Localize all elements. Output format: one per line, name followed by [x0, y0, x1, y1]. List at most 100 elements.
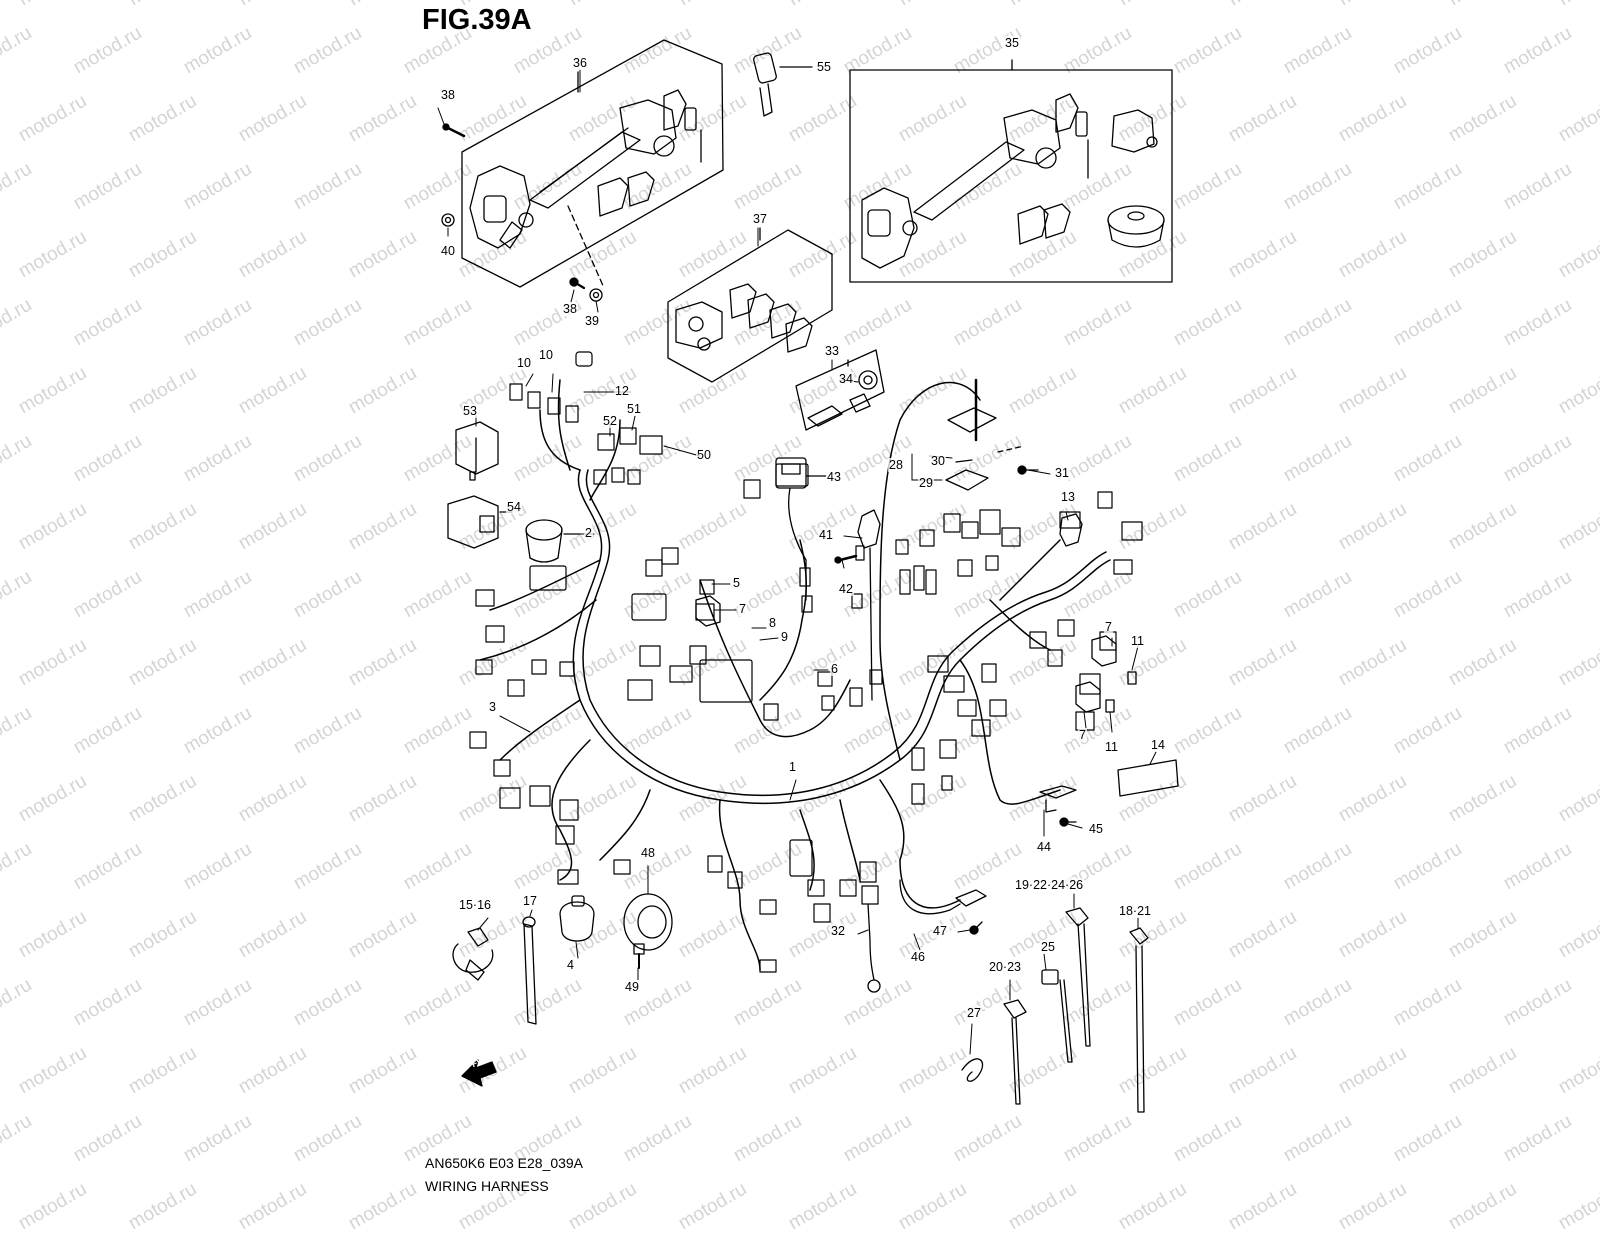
- callout-47: 47: [932, 924, 948, 938]
- callout-49: 49: [624, 980, 640, 994]
- figure-title: FIG.39A: [422, 4, 532, 36]
- callout-44: 44: [1036, 840, 1052, 854]
- callout-41: 41: [818, 528, 834, 542]
- ignition-switch-assembly-36: [469, 89, 702, 249]
- callout-10-b: 10: [538, 348, 554, 362]
- callout-4: 4: [566, 958, 575, 972]
- callout-11-a: 11: [1130, 634, 1145, 648]
- callout-10-a: 10: [516, 356, 532, 370]
- coupler-28: [945, 378, 1025, 491]
- callout-48: 48: [640, 846, 656, 860]
- callout-55: 55: [816, 60, 832, 74]
- cable-tie-18-21: [1129, 927, 1149, 1113]
- callout-46: 46: [910, 950, 926, 964]
- callout-7-b: 7: [1104, 620, 1113, 634]
- callout-27: 27: [966, 1006, 982, 1020]
- fuse-holder-7-upper: [1091, 635, 1117, 667]
- callout-43: 43: [826, 470, 842, 484]
- callout-25: 25: [1040, 940, 1056, 954]
- bolt-45: [1059, 817, 1077, 827]
- lock-set-37-box: [667, 227, 833, 383]
- callout-33: 33: [824, 344, 840, 358]
- callout-14: 14: [1150, 738, 1166, 752]
- fuse-11-upper: [1127, 671, 1137, 685]
- callout-36: 36: [572, 56, 588, 70]
- bracket-44: [1039, 785, 1077, 813]
- switch-43: [775, 457, 827, 601]
- callout-7-a: 7: [738, 602, 747, 616]
- relay-54: [447, 495, 513, 549]
- clip-27: [961, 1058, 984, 1082]
- callout-53: 53: [462, 404, 478, 418]
- fuse-holder-7-lower: [1075, 681, 1101, 713]
- callout-1: 1: [788, 760, 797, 774]
- ignition-switch-assembly-35: [861, 93, 1165, 269]
- callout-3: 3: [488, 700, 497, 714]
- callout-8: 8: [768, 616, 777, 630]
- bracket-13: [1059, 513, 1083, 547]
- callout-42: 42: [838, 582, 854, 596]
- screw-38-top: [442, 123, 466, 138]
- callout-38-top: 38: [440, 88, 456, 102]
- relay-53: [455, 421, 499, 481]
- callout-34: 34: [838, 372, 854, 386]
- main-wiring-harness-1: [479, 379, 1111, 971]
- callout-5: 5: [732, 576, 741, 590]
- screw-38-bottom: [569, 277, 586, 290]
- band-17: [522, 916, 537, 1025]
- callout-32: 32: [830, 924, 846, 938]
- callout-29: 29: [918, 476, 934, 490]
- socket-33-box: [795, 349, 885, 431]
- callout-15-16: 15·16: [458, 898, 492, 912]
- bolt-42: [834, 554, 858, 564]
- sensor-41: [857, 509, 881, 701]
- diagram-caption: WIRING HARNESS: [425, 1178, 549, 1194]
- ignition-switch-set-35-box: [849, 59, 1173, 283]
- callout-12: 12: [614, 384, 630, 398]
- callout-11-b: 11: [1104, 740, 1119, 754]
- callout-9: 9: [780, 630, 789, 644]
- callout-37: 37: [752, 212, 768, 226]
- model-code: AN650K6 E03 E28_039A: [425, 1155, 584, 1171]
- speaker-48: [623, 893, 673, 951]
- callout-51: 51: [626, 402, 642, 416]
- label-14: [1117, 759, 1179, 797]
- clamp-15-16: [452, 927, 494, 981]
- callout-40: 40: [440, 244, 456, 258]
- cable-tie-20-23: [1003, 999, 1027, 1105]
- callout-38-bottom: 38: [562, 302, 578, 316]
- cable-tie-19-22-24-26: [1065, 907, 1091, 1047]
- fuse-11-lower: [1105, 699, 1115, 713]
- callout-50: 50: [696, 448, 712, 462]
- callout-17: 17: [522, 894, 538, 908]
- callout-6: 6: [830, 662, 839, 676]
- bolt-47: [969, 921, 983, 935]
- ignition-switch-set-36-box: [461, 39, 724, 288]
- key-55: [753, 52, 813, 117]
- cable-tie-25: [1041, 969, 1073, 1063]
- callout-31: 31: [1054, 466, 1070, 480]
- relay-2: [525, 519, 581, 563]
- lead-46: [899, 879, 987, 915]
- callout-2: 2: [584, 526, 593, 540]
- callout-45: 45: [1088, 822, 1104, 836]
- callout-19-22-24-26: 19·22·24·26: [1014, 878, 1085, 892]
- callout-54: 54: [506, 500, 522, 514]
- fuse-holder-7: [695, 595, 721, 627]
- bolt-49: [633, 943, 645, 969]
- harness-connectors: [469, 351, 1143, 973]
- callout-30: 30: [930, 454, 946, 468]
- callout-35: 35: [1004, 36, 1020, 50]
- washer-40: [441, 213, 455, 227]
- callout-13: 13: [1060, 490, 1076, 504]
- exploded-parts-diagram: [437, 39, 1179, 1113]
- callout-18-21: 18·21: [1118, 904, 1152, 918]
- callout-7-c: 7: [1078, 728, 1087, 742]
- callout-39: 39: [584, 314, 600, 328]
- leader-lines: [437, 69, 1157, 1055]
- callout-20-23: 20·23: [988, 960, 1022, 974]
- callout-28: 28: [888, 458, 904, 472]
- washer-39: [589, 288, 603, 302]
- grommet-4: [559, 895, 595, 942]
- forward-arrow-icon: [461, 1059, 497, 1087]
